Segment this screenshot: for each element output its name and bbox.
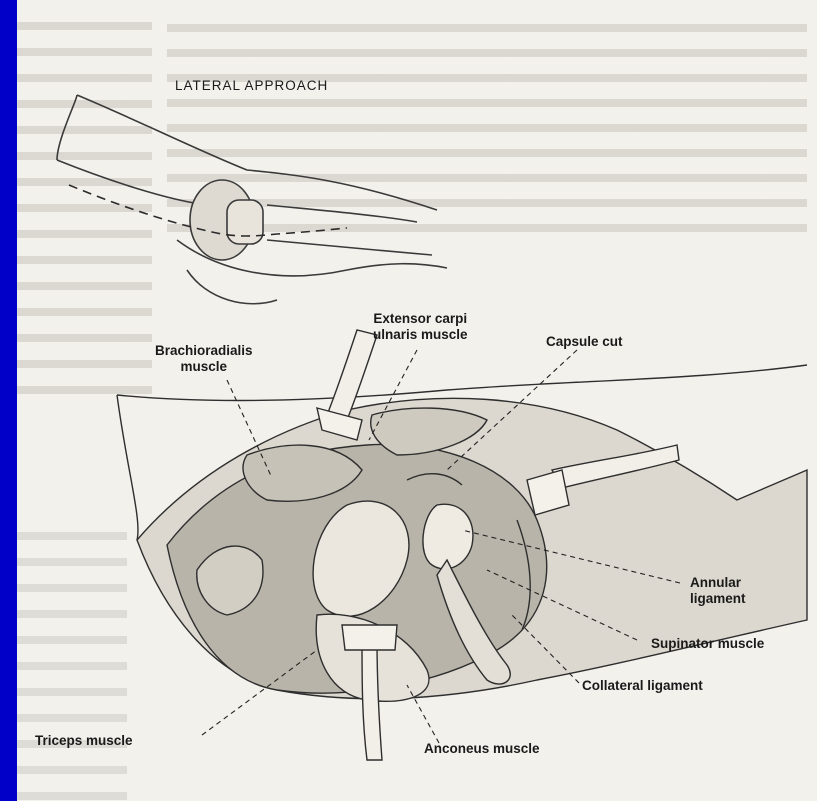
label-supinator-muscle: Supinator muscle [651, 636, 764, 652]
label-extensor-carpi-ulnaris: Extensor carpi ulnaris muscle [373, 311, 468, 343]
label-triceps-muscle: Triceps muscle [35, 733, 133, 749]
label-brachioradialis: Brachioradialis muscle [155, 343, 253, 375]
upper-arm-drawing [57, 95, 447, 304]
label-anconeus-muscle: Anconeus muscle [424, 741, 540, 757]
surgical-field-drawing [117, 330, 807, 760]
anatomy-figure: LATERAL APPROACH Extensor carpi ulnaris … [17, 0, 817, 801]
label-capsule-cut: Capsule cut [546, 334, 623, 350]
label-collateral-ligament: Collateral ligament [582, 678, 703, 694]
figure-title: LATERAL APPROACH [175, 78, 328, 93]
label-annular-ligament: Annular ligament [690, 575, 746, 607]
